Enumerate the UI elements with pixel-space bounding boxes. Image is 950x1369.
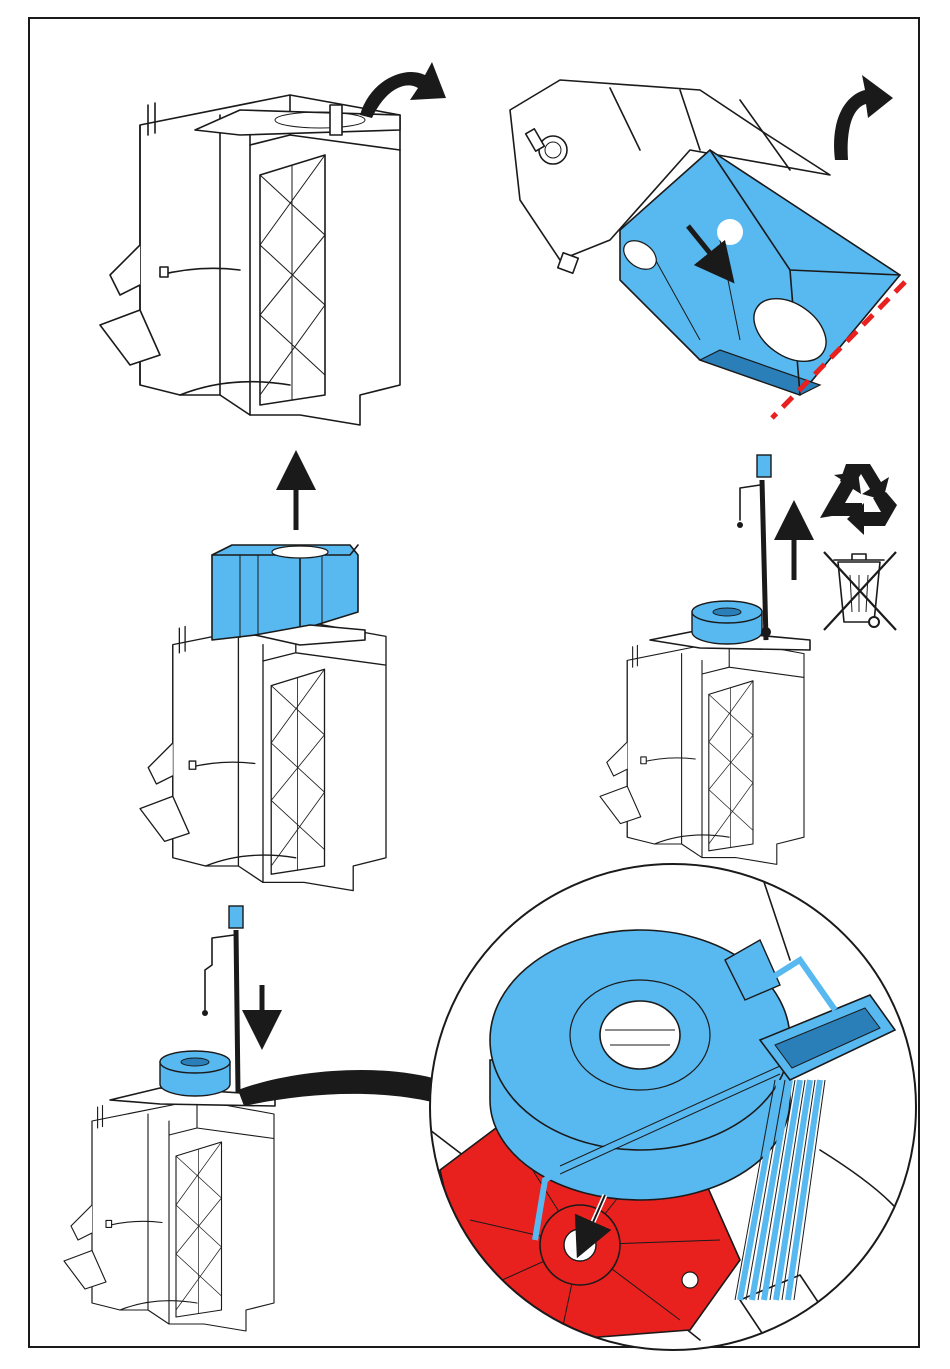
step-1-panel <box>100 62 446 425</box>
blue-part <box>618 150 900 395</box>
blue-ring <box>692 601 762 644</box>
recycle-icon <box>820 464 897 535</box>
step-2-panel <box>510 75 905 418</box>
magnifier-callout <box>430 864 916 1350</box>
blue-ring <box>160 1051 230 1096</box>
blue-part <box>212 545 358 640</box>
step-4-panel <box>600 455 897 864</box>
crossed-bin-icon <box>824 552 896 630</box>
callout-connector <box>238 1070 440 1106</box>
step-5-panel <box>64 864 916 1350</box>
rotate-arrow-icon <box>360 62 446 118</box>
rotate-arrow-icon <box>834 75 893 160</box>
marker-dot-icon <box>717 219 743 245</box>
step-3-panel <box>140 470 386 891</box>
